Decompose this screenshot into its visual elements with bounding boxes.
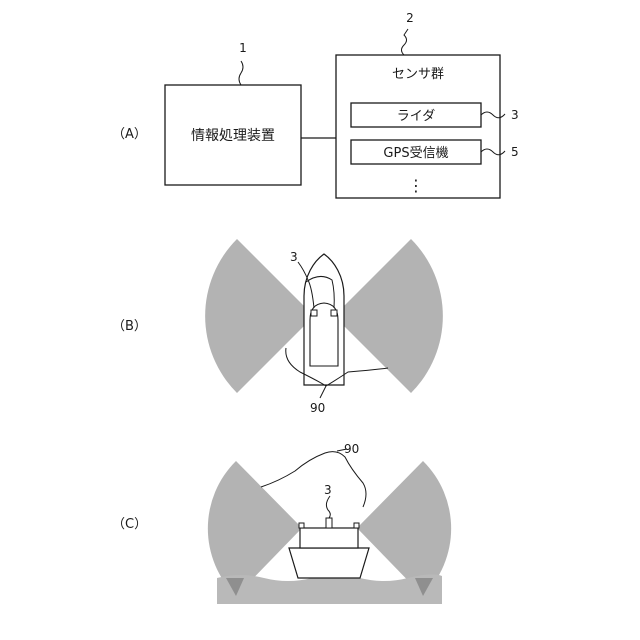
info-box-ref: 1 [239,41,247,55]
lidar-item-label: ライダ [397,109,435,124]
sensor-group-leader [402,29,409,55]
lidar-sensor-left-c [299,523,304,528]
boat-hull-side-view [289,548,369,578]
boat-mast-side-view [326,518,332,528]
lidar-item-ref: 3 [511,108,519,122]
range-leader-c [261,449,366,507]
gps-item-label: GPS受信機 [383,146,448,161]
lidar-ref-c: 3 [324,483,332,497]
info-processing-title: 情報処理装置 [191,128,275,144]
gps-item-ref: 5 [511,145,519,159]
lidar-sensor-left-b [311,310,317,316]
lidar-fov-right-b [334,239,443,393]
lidar-sensor-right-c [354,523,359,528]
boat-deck-side-view [300,528,358,548]
range-ref-c: 90 [344,442,359,456]
sensor-group-title: センサ群 [392,67,444,82]
lidar-ref-b: 3 [290,250,298,264]
range-ref-b: 90 [310,401,325,415]
lidar-fov-left-c [208,461,302,596]
panel-a-label: （A） [112,127,147,142]
water-surface [217,574,442,604]
panel-c-label: （C） [112,517,147,532]
sensor-ellipsis: ⋮ [408,176,424,195]
panel-b-label: （B） [112,319,147,334]
sensor-group-ref: 2 [406,11,414,25]
lidar-sensor-right-b [331,310,337,316]
lidar-leader-c [326,496,330,518]
info-box-leader [239,61,243,85]
